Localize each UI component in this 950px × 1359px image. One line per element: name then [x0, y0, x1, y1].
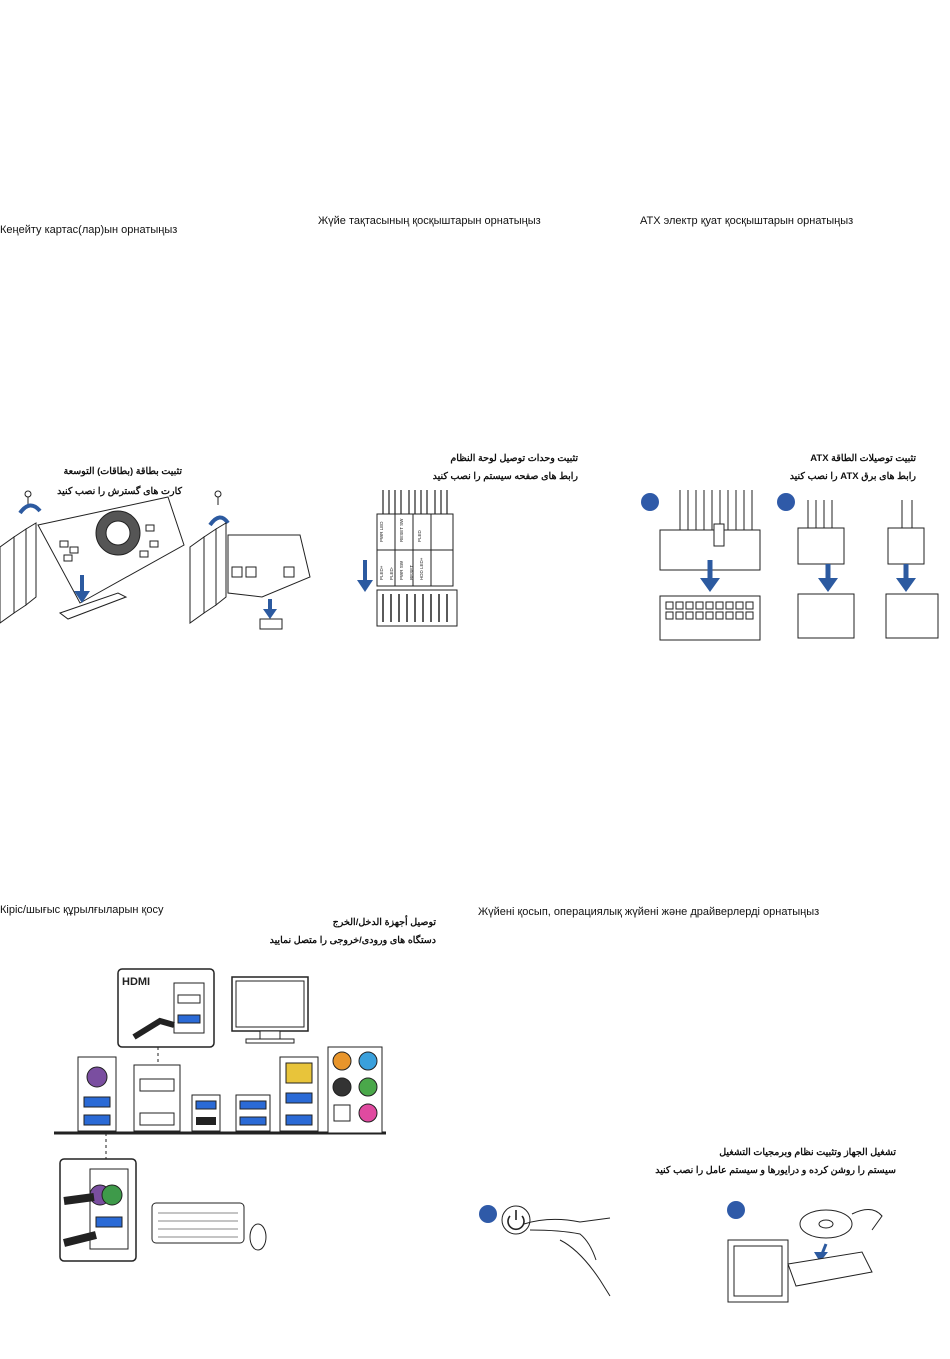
- monitor-icon: [231, 976, 309, 1044]
- pin-label-pled: PLED: [417, 529, 422, 542]
- pin-label-reset: RESET: [409, 565, 414, 580]
- step-badge: [727, 1201, 745, 1219]
- power-icon: [501, 1205, 531, 1235]
- pin-label-hdd-led: HDD LED+: [419, 557, 424, 580]
- expansion-card-illustration: [0, 490, 311, 630]
- eps-8pin-socket: [797, 593, 855, 639]
- power-button-illustration: [479, 1205, 611, 1297]
- system-panel-title-ar: تثبيت وحدات توصيل لوحة النظام: [450, 453, 578, 464]
- mouse-icon: [249, 1223, 267, 1251]
- optical-drive-illustration: [727, 1201, 883, 1303]
- down-arrow-icon: [700, 578, 720, 592]
- system-panel-connector-illustration: PWR LED RESET SW PLED PLED+ PLED- PWR SW…: [357, 490, 458, 627]
- io-title-ar: توصيل أجهزة الدخل/الخرج: [332, 917, 436, 928]
- keyboard-icon: [151, 1202, 245, 1244]
- eps-4pin-plug: [887, 527, 925, 565]
- io-title-kz: Кіріс/шығыс құрылғыларын қосу: [0, 904, 164, 916]
- pin-label-reset-sw: RESET SW: [399, 518, 404, 542]
- system-panel-title-kz: Жүйе тақтасының қосқыштарын орнатыңыз: [318, 215, 541, 227]
- io-title-fa: دستگاه های ورودی/خروجی را متصل نمایید: [269, 935, 436, 946]
- power-on-title-fa: سیستم را روشن کرده و درايورها و سیستم عا…: [655, 1165, 896, 1176]
- pin-label-pled-minus: PLED-: [389, 566, 394, 580]
- atx-title-fa: رابط های برق ATX را نصب کنید: [789, 471, 916, 482]
- step-badge: [641, 493, 659, 511]
- step-badge: [777, 493, 795, 511]
- pin-label-pwr-led: PWR LED: [379, 521, 384, 542]
- down-arrow-icon: [357, 580, 373, 592]
- ps2-port: [86, 1066, 108, 1088]
- pin-label-pled-plus: PLED+: [379, 565, 384, 580]
- disc-icon: [799, 1209, 853, 1239]
- down-arrow-icon: [814, 1252, 828, 1262]
- pin-label-pwr-sw: PWR SW: [399, 560, 404, 580]
- atx-title-ar: تثبيت توصيلات الطاقة ATX: [810, 453, 916, 464]
- expansion-title-kz: Кеңейту картас(лар)ын орнатыңыз: [0, 224, 178, 236]
- rotate-arrow-icon: [18, 503, 42, 515]
- eps-8pin-plug: [797, 527, 845, 565]
- atx-title-kz: ATX электр қуат қосқыштарын орнатыңыз: [640, 215, 854, 227]
- power-on-title-kz: Жүйені қосып, операциялық жүйені және др…: [478, 906, 820, 918]
- hdmi-logo: HDMI: [122, 976, 150, 988]
- io-devices-illustration: HDMI: [54, 968, 386, 1262]
- power-on-title-ar: تشغيل الجهاز وتثبيت نظام وبرمجيات التشغي…: [719, 1147, 896, 1158]
- expansion-title-ar: تثبيت بطاقة (بطاقات) التوسعة: [63, 466, 182, 477]
- step-badge: [479, 1205, 497, 1223]
- lan-port: [285, 1062, 313, 1084]
- screw-icon: [24, 490, 32, 505]
- pcie-slot: [58, 592, 128, 620]
- system-panel-title-fa: رابط های صفحه سیستم را نصب کنید: [432, 471, 578, 482]
- eps-4pin-socket: [885, 593, 939, 639]
- down-arrow-icon: [74, 591, 90, 603]
- expansion-title-fa: کارت های گسترش را نصب کنید: [57, 486, 182, 497]
- atx-power-illustration: [641, 490, 939, 641]
